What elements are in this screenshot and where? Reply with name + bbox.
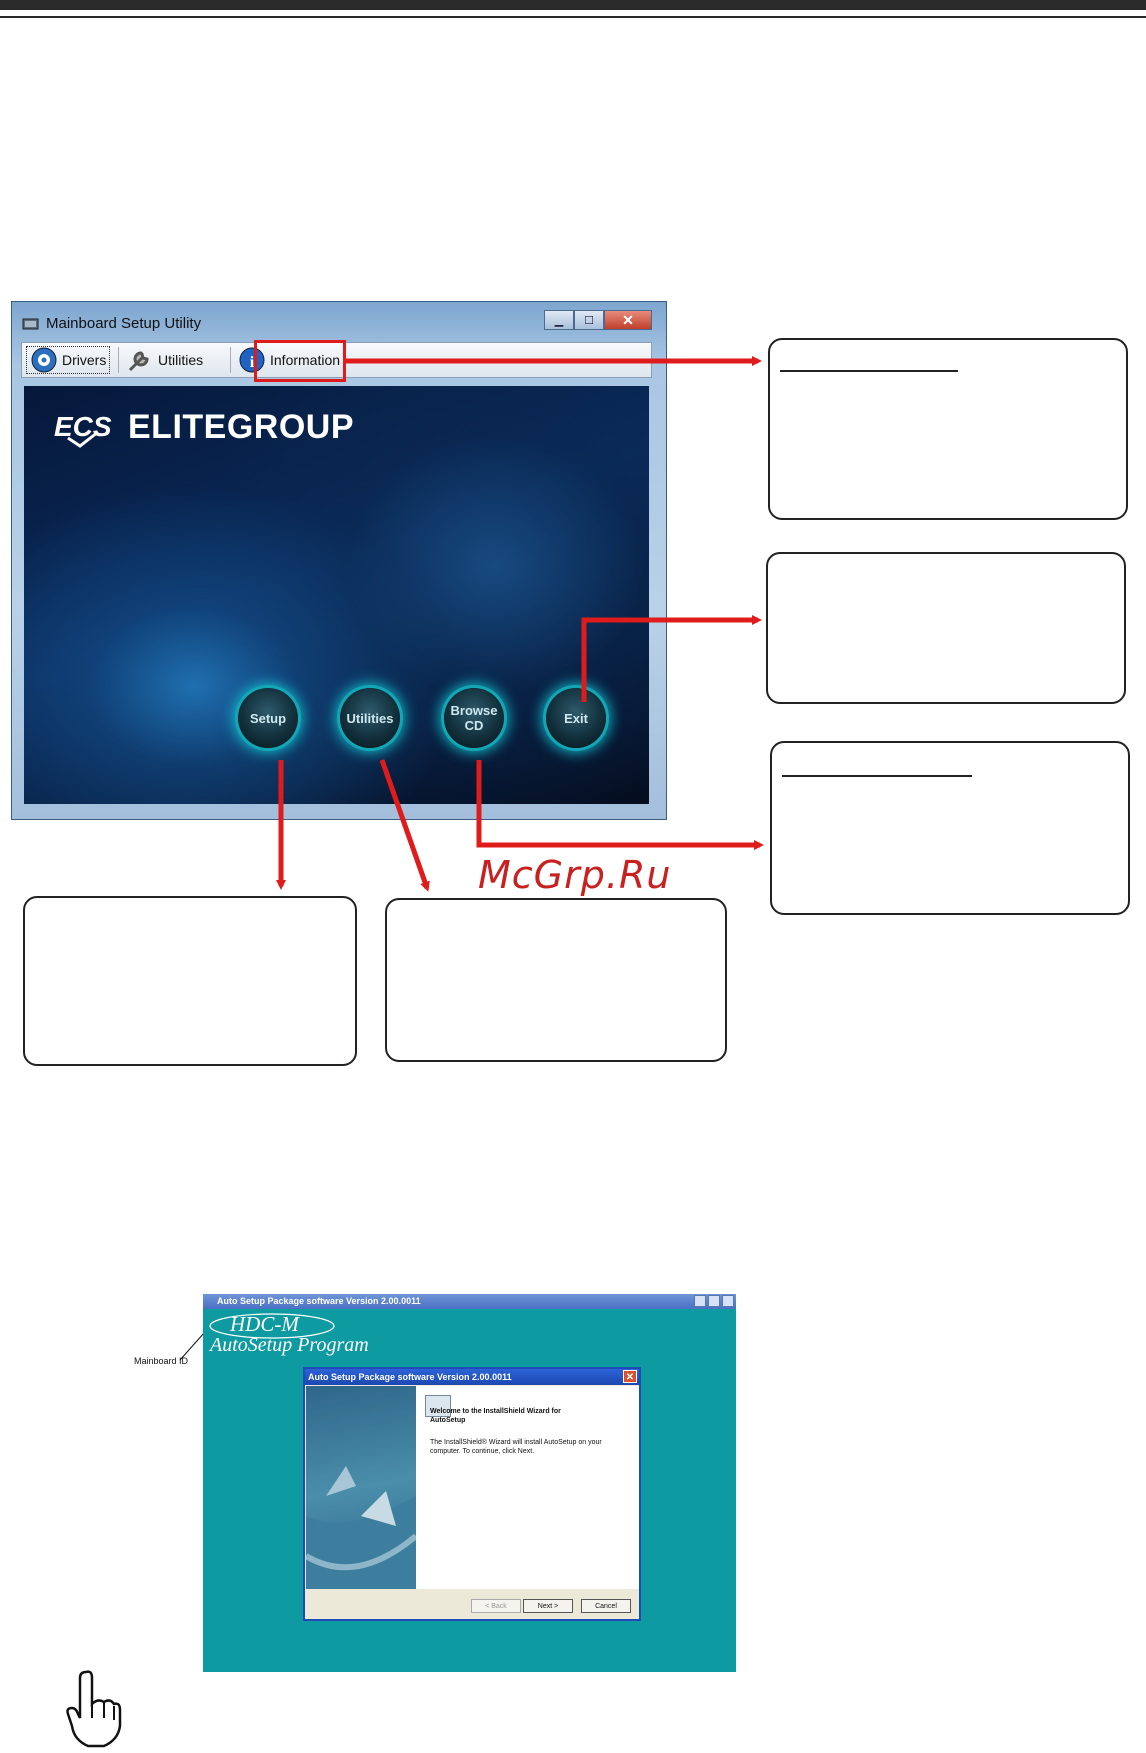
window-title: Mainboard Setup Utility: [46, 315, 202, 332]
arrow-utilities: [379, 759, 430, 892]
program-name: AutoSetup Program: [210, 1334, 369, 1356]
maximize-button[interactable]: ☐: [574, 310, 604, 330]
minimize-button[interactable]: ▁: [544, 310, 574, 330]
tab-divider: [118, 347, 119, 373]
setup-round-button[interactable]: Setup: [238, 688, 298, 748]
tab-drivers[interactable]: Drivers: [26, 346, 111, 374]
arrow-browse-cd: [476, 760, 764, 850]
dialog-heading: Welcome to the InstallShield Wizard for …: [430, 1408, 561, 1424]
window-controls: ▁ ☐ ✕: [544, 310, 652, 330]
exit-round-button[interactable]: Exit: [546, 688, 606, 748]
board-name-ellipse: [209, 1313, 335, 1339]
cancel-button[interactable]: Cancel: [581, 1599, 631, 1613]
installer-icon: [425, 1395, 451, 1417]
svg-text:i: i: [250, 354, 255, 371]
header-rule: [0, 16, 1146, 18]
tab-utilities[interactable]: Utilities: [126, 346, 203, 374]
dialog-title: Auto Setup Package software Version 2.00…: [308, 1372, 512, 1382]
callout-utilities: [385, 898, 727, 1062]
header-bar: [0, 0, 1146, 10]
arrow-exit: [581, 615, 762, 702]
autosetup-window-title: Auto Setup Package software Version 2.00…: [217, 1296, 421, 1306]
wrench-icon: [128, 351, 149, 372]
dialog-body: Welcome to the InstallShield Wizard for …: [416, 1386, 639, 1589]
close-button[interactable]: ✕: [604, 310, 652, 330]
drivers-disc-icon: [31, 347, 57, 373]
minimize-button[interactable]: [694, 1295, 706, 1307]
connector-arrows: [276, 356, 764, 892]
restore-button[interactable]: [708, 1295, 720, 1307]
callout-information: [768, 338, 1128, 520]
ecs-logo: ECS: [54, 411, 112, 448]
callout-rule: [780, 370, 958, 372]
dialog-text: The InstallShield® Wizard will install A…: [430, 1439, 602, 1455]
callout-setup: [23, 896, 357, 1066]
watermark: McGrp.Ru: [478, 853, 672, 897]
autosetup-screen: Auto Setup Package software Version 2.00…: [203, 1294, 736, 1672]
dialog-button-row: < Back Next > Cancel: [305, 1591, 639, 1621]
svg-text:ECS: ECS: [54, 411, 112, 442]
autosetup-titlebar: Auto Setup Package software Version 2.00…: [203, 1294, 736, 1309]
close-button[interactable]: [722, 1295, 734, 1307]
tab-divider: [230, 347, 231, 373]
dialog-close-button[interactable]: ✕: [623, 1370, 637, 1383]
app-icon: [22, 318, 39, 330]
dialog-titlebar: Auto Setup Package software Version 2.00…: [305, 1369, 639, 1385]
tab-information-label: Information: [270, 352, 341, 368]
callout-rule: [782, 775, 972, 777]
browse-cd-round-button[interactable]: Browse CD: [444, 688, 504, 748]
utilities-round-button[interactable]: Utilities: [340, 688, 400, 748]
installshield-dialog: Auto Setup Package software Version 2.00…: [303, 1367, 641, 1621]
information-highlight: [254, 340, 346, 382]
back-button[interactable]: < Back: [471, 1599, 521, 1613]
callout-exit: [766, 552, 1126, 704]
callout-browse-cd: [770, 741, 1130, 915]
dialog-side-banner: [306, 1386, 416, 1589]
brand-name: ELITEGROUP: [128, 408, 355, 446]
info-icon: i: [239, 347, 265, 373]
installshield-banner-graphic: [306, 1466, 416, 1589]
tab-information[interactable]: i Information: [238, 346, 340, 374]
mainboard-id-label: Mainboard ID: [134, 1356, 189, 1366]
pointing-hand-icon: [66, 1670, 122, 1748]
next-button[interactable]: Next >: [523, 1599, 573, 1613]
autosetup-window-controls: [694, 1295, 734, 1307]
tab-drivers-label: Drivers: [62, 352, 107, 368]
setup-content-panel: ECS ELITEGROUP Setup Utilities Browse CD…: [24, 386, 649, 804]
tab-utilities-label: Utilities: [158, 352, 204, 368]
setup-utility-window: Mainboard Setup Utility ▁ ☐ ✕ Drivers Ut…: [11, 301, 667, 820]
